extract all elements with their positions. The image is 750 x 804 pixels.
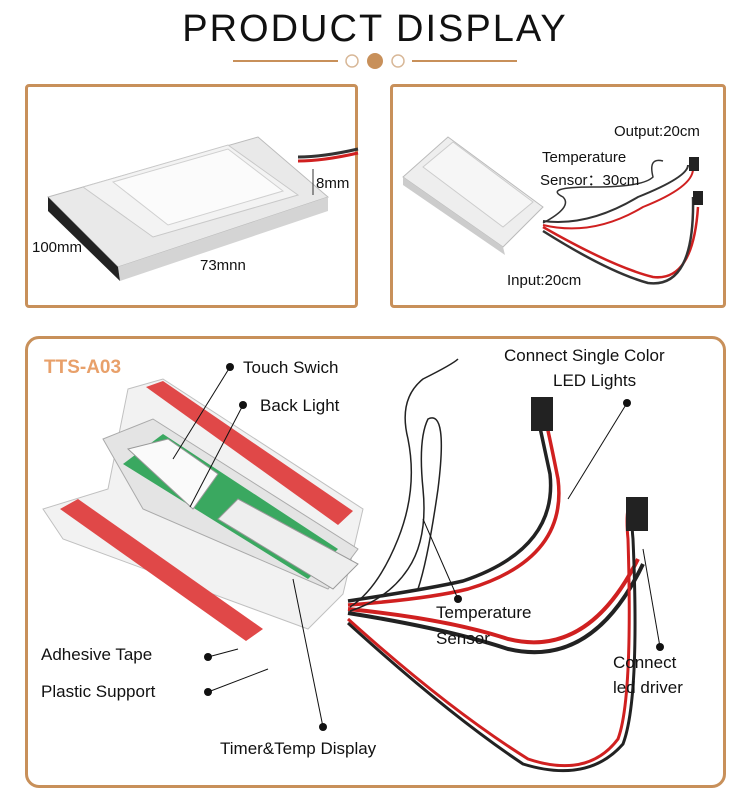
module-cables-image [402, 136, 703, 285]
dimension-panel: 8mm 100mm 73mnn [25, 84, 359, 308]
width-label: 73mnn [200, 257, 246, 274]
module-components-image [42, 358, 664, 773]
length-label: 100mm [32, 239, 83, 256]
driver-label-line1: Connect [613, 653, 677, 672]
plastic-support-label: Plastic Support [41, 682, 156, 701]
model-label: TTS-A03 [44, 357, 122, 378]
component-panel: TTS-A03 [25, 336, 726, 788]
temp-sensor-label-line2: Sensor [436, 629, 490, 648]
module-dimensions-image [47, 136, 359, 281]
output-label: Output:20cm [614, 123, 700, 140]
back-light-label: Back Light [260, 396, 340, 415]
adhesive-tape-label: Adhesive Tape [41, 645, 153, 664]
driver-label-line2: led driver [613, 678, 683, 697]
sensor-label-line2: Sensor：30cm [540, 172, 640, 189]
temp-sensor-label-line1: Temperature [436, 603, 532, 622]
thickness-label: 8mm [316, 175, 350, 192]
sensor-label-line1: Temperature [542, 149, 627, 166]
cable-length-panel: Output:20cm Temperature Sensor：30cm Inpu… [390, 84, 726, 308]
timer-display-label: Timer&Temp Display [220, 739, 377, 758]
touch-switch-label: Touch Swich [243, 358, 339, 377]
single-color-label-line2: LED Lights [553, 371, 637, 390]
title-divider [233, 53, 517, 69]
input-label: Input:20cm [507, 272, 582, 289]
single-color-label-line1: Connect Single Color [504, 346, 665, 365]
page-title: PRODUCT DISPLAY [182, 8, 568, 50]
